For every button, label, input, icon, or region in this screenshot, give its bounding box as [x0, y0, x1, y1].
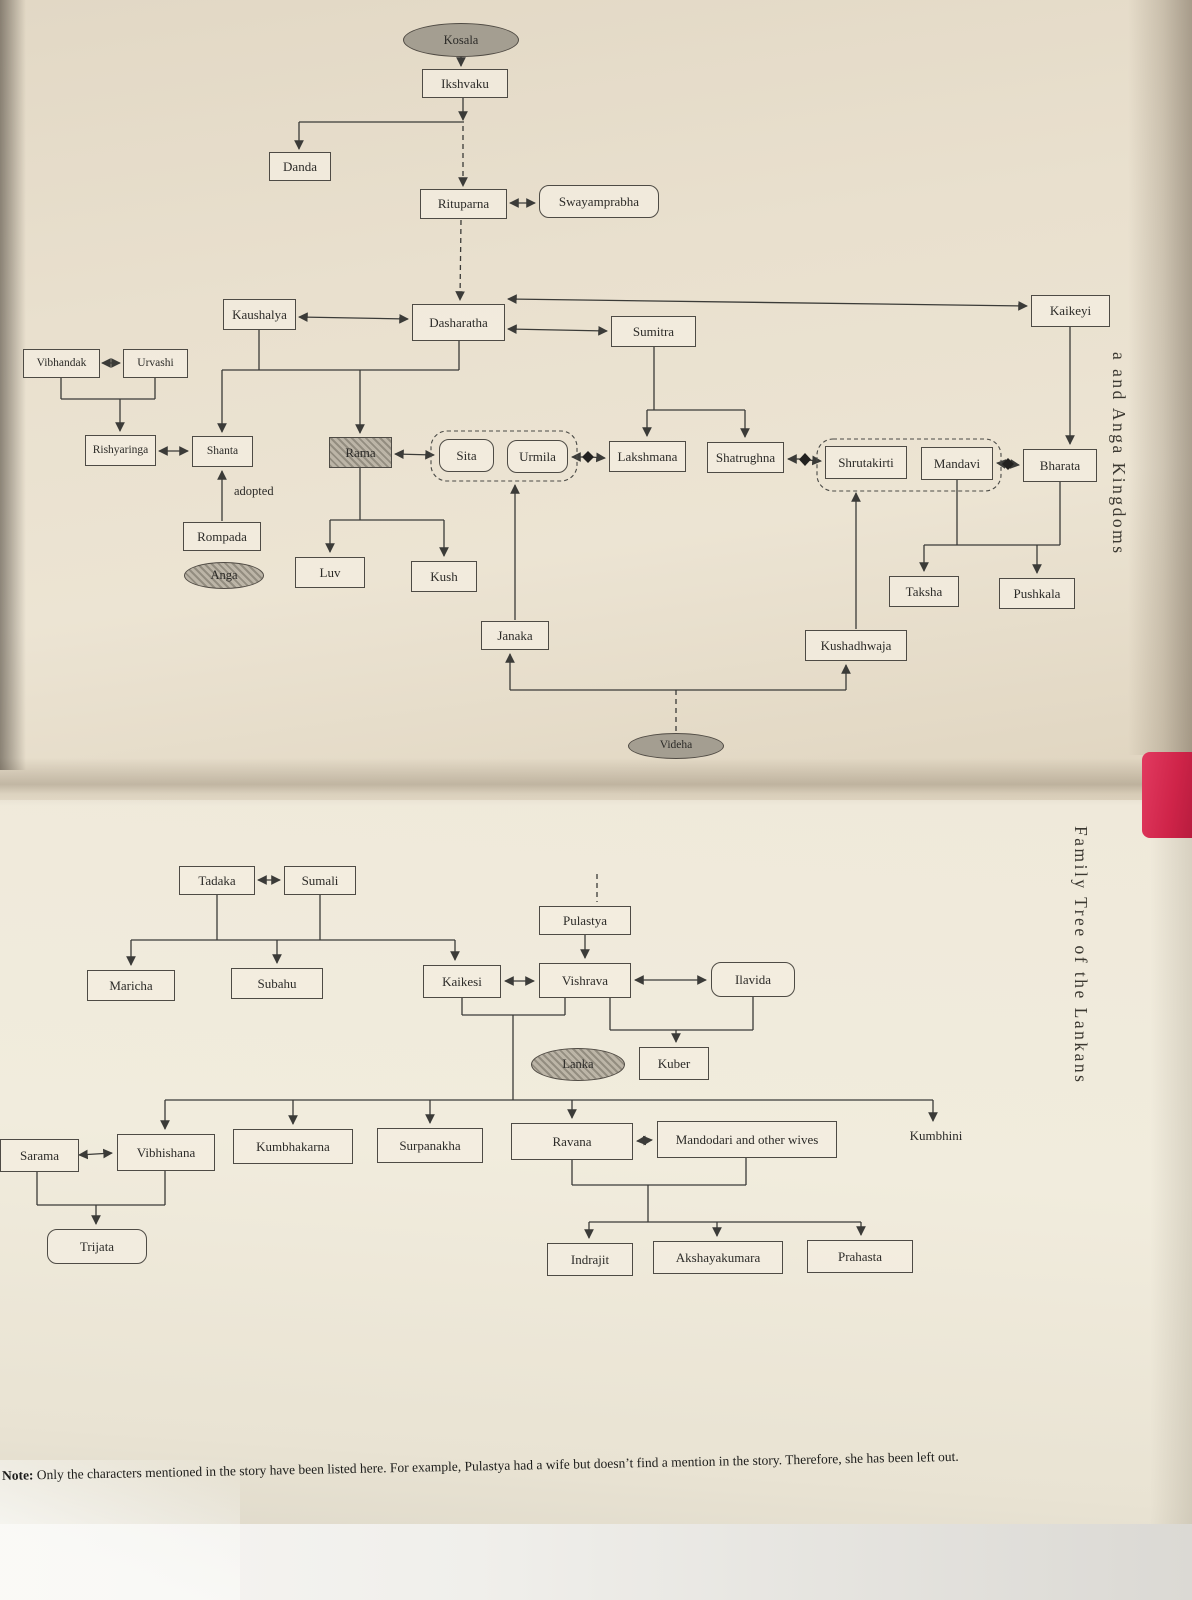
node-lakshmana: Lakshmana [609, 441, 686, 472]
left-edge-shadow [0, 0, 26, 770]
node-shatrughna: Shatrughna [707, 442, 784, 473]
node-pulastya: Pulastya [539, 906, 631, 935]
node-bharata: Bharata [1023, 449, 1097, 482]
node-rishyaringa: Rishyaringa [85, 435, 156, 466]
right-edge-shadow-top [1128, 0, 1192, 755]
node-sumali: Sumali [284, 866, 356, 895]
node-kaikesi: Kaikesi [423, 965, 501, 998]
node-rama: Rama [329, 437, 392, 468]
node-sita: Sita [439, 439, 494, 472]
node-janaka: Janaka [481, 621, 549, 650]
node-kaikeyi: Kaikeyi [1031, 295, 1110, 327]
node-akshayakumara: Akshayakumara [653, 1241, 783, 1274]
node-kumbhakarna: Kumbhakarna [233, 1129, 353, 1164]
corner-highlight [0, 1460, 240, 1600]
node-tadaka: Tadaka [179, 866, 255, 895]
node-lanka: Lanka [531, 1048, 625, 1081]
node-ilavida: Ilavida [711, 962, 795, 997]
node-prahasta: Prahasta [807, 1240, 913, 1273]
footnote-label: Note: [1, 1467, 34, 1483]
node-rituparna: Rituparna [420, 189, 507, 219]
node-dasharatha: Dasharatha [412, 304, 505, 341]
node-swayamprabha: Swayamprabha [539, 185, 659, 218]
node-vishrava: Vishrava [539, 963, 631, 998]
node-maricha: Maricha [87, 970, 175, 1001]
node-sumitra: Sumitra [611, 316, 696, 347]
node-kushadhwaja: Kushadhwaja [805, 630, 907, 661]
node-ravana: Ravana [511, 1123, 633, 1160]
node-kush: Kush [411, 561, 477, 592]
node-subahu: Subahu [231, 968, 323, 999]
book-page-top [0, 0, 1192, 800]
node-kuber: Kuber [639, 1047, 709, 1080]
node-urvashi: Urvashi [123, 349, 188, 378]
node-kosala: Kosala [403, 23, 519, 57]
node-mandavi: Mandavi [921, 447, 993, 480]
node-rompada: Rompada [183, 522, 261, 551]
node-ikshvaku: Ikshvaku [422, 69, 508, 98]
node-trijata: Trijata [47, 1229, 147, 1264]
node-mandodari: Mandodari and other wives [657, 1121, 837, 1158]
red-bookmark-edge [1142, 752, 1192, 838]
node-anga: Anga [184, 562, 264, 589]
page-gutter-shadow [0, 758, 1192, 806]
node-urmila: Urmila [507, 440, 568, 473]
node-shrutakirti: Shrutakirti [825, 446, 907, 479]
top-chart-title-vertical: a and Anga Kingdoms [1109, 352, 1129, 556]
node-shanta: Shanta [192, 436, 253, 467]
node-pushkala: Pushkala [999, 578, 1075, 609]
node-kaushalya: Kaushalya [223, 299, 296, 330]
node-luv: Luv [295, 557, 365, 588]
right-edge-shadow-bottom [1150, 838, 1192, 1538]
adopted-label: adopted [234, 484, 274, 498]
node-videha: Videha [628, 733, 724, 759]
node-indrajit: Indrajit [547, 1243, 633, 1276]
node-vibhandak: Vibhandak [23, 349, 100, 378]
node-danda: Danda [269, 152, 331, 181]
node-sarama: Sarama [0, 1139, 79, 1172]
node-vibhishana: Vibhishana [117, 1134, 215, 1171]
node-kumbhini: Kumbhini [909, 1128, 963, 1143]
bottom-chart-title-vertical: Family Tree of the Lankans [1071, 826, 1091, 1085]
node-surpanakha: Surpanakha [377, 1128, 483, 1163]
node-taksha: Taksha [889, 576, 959, 607]
